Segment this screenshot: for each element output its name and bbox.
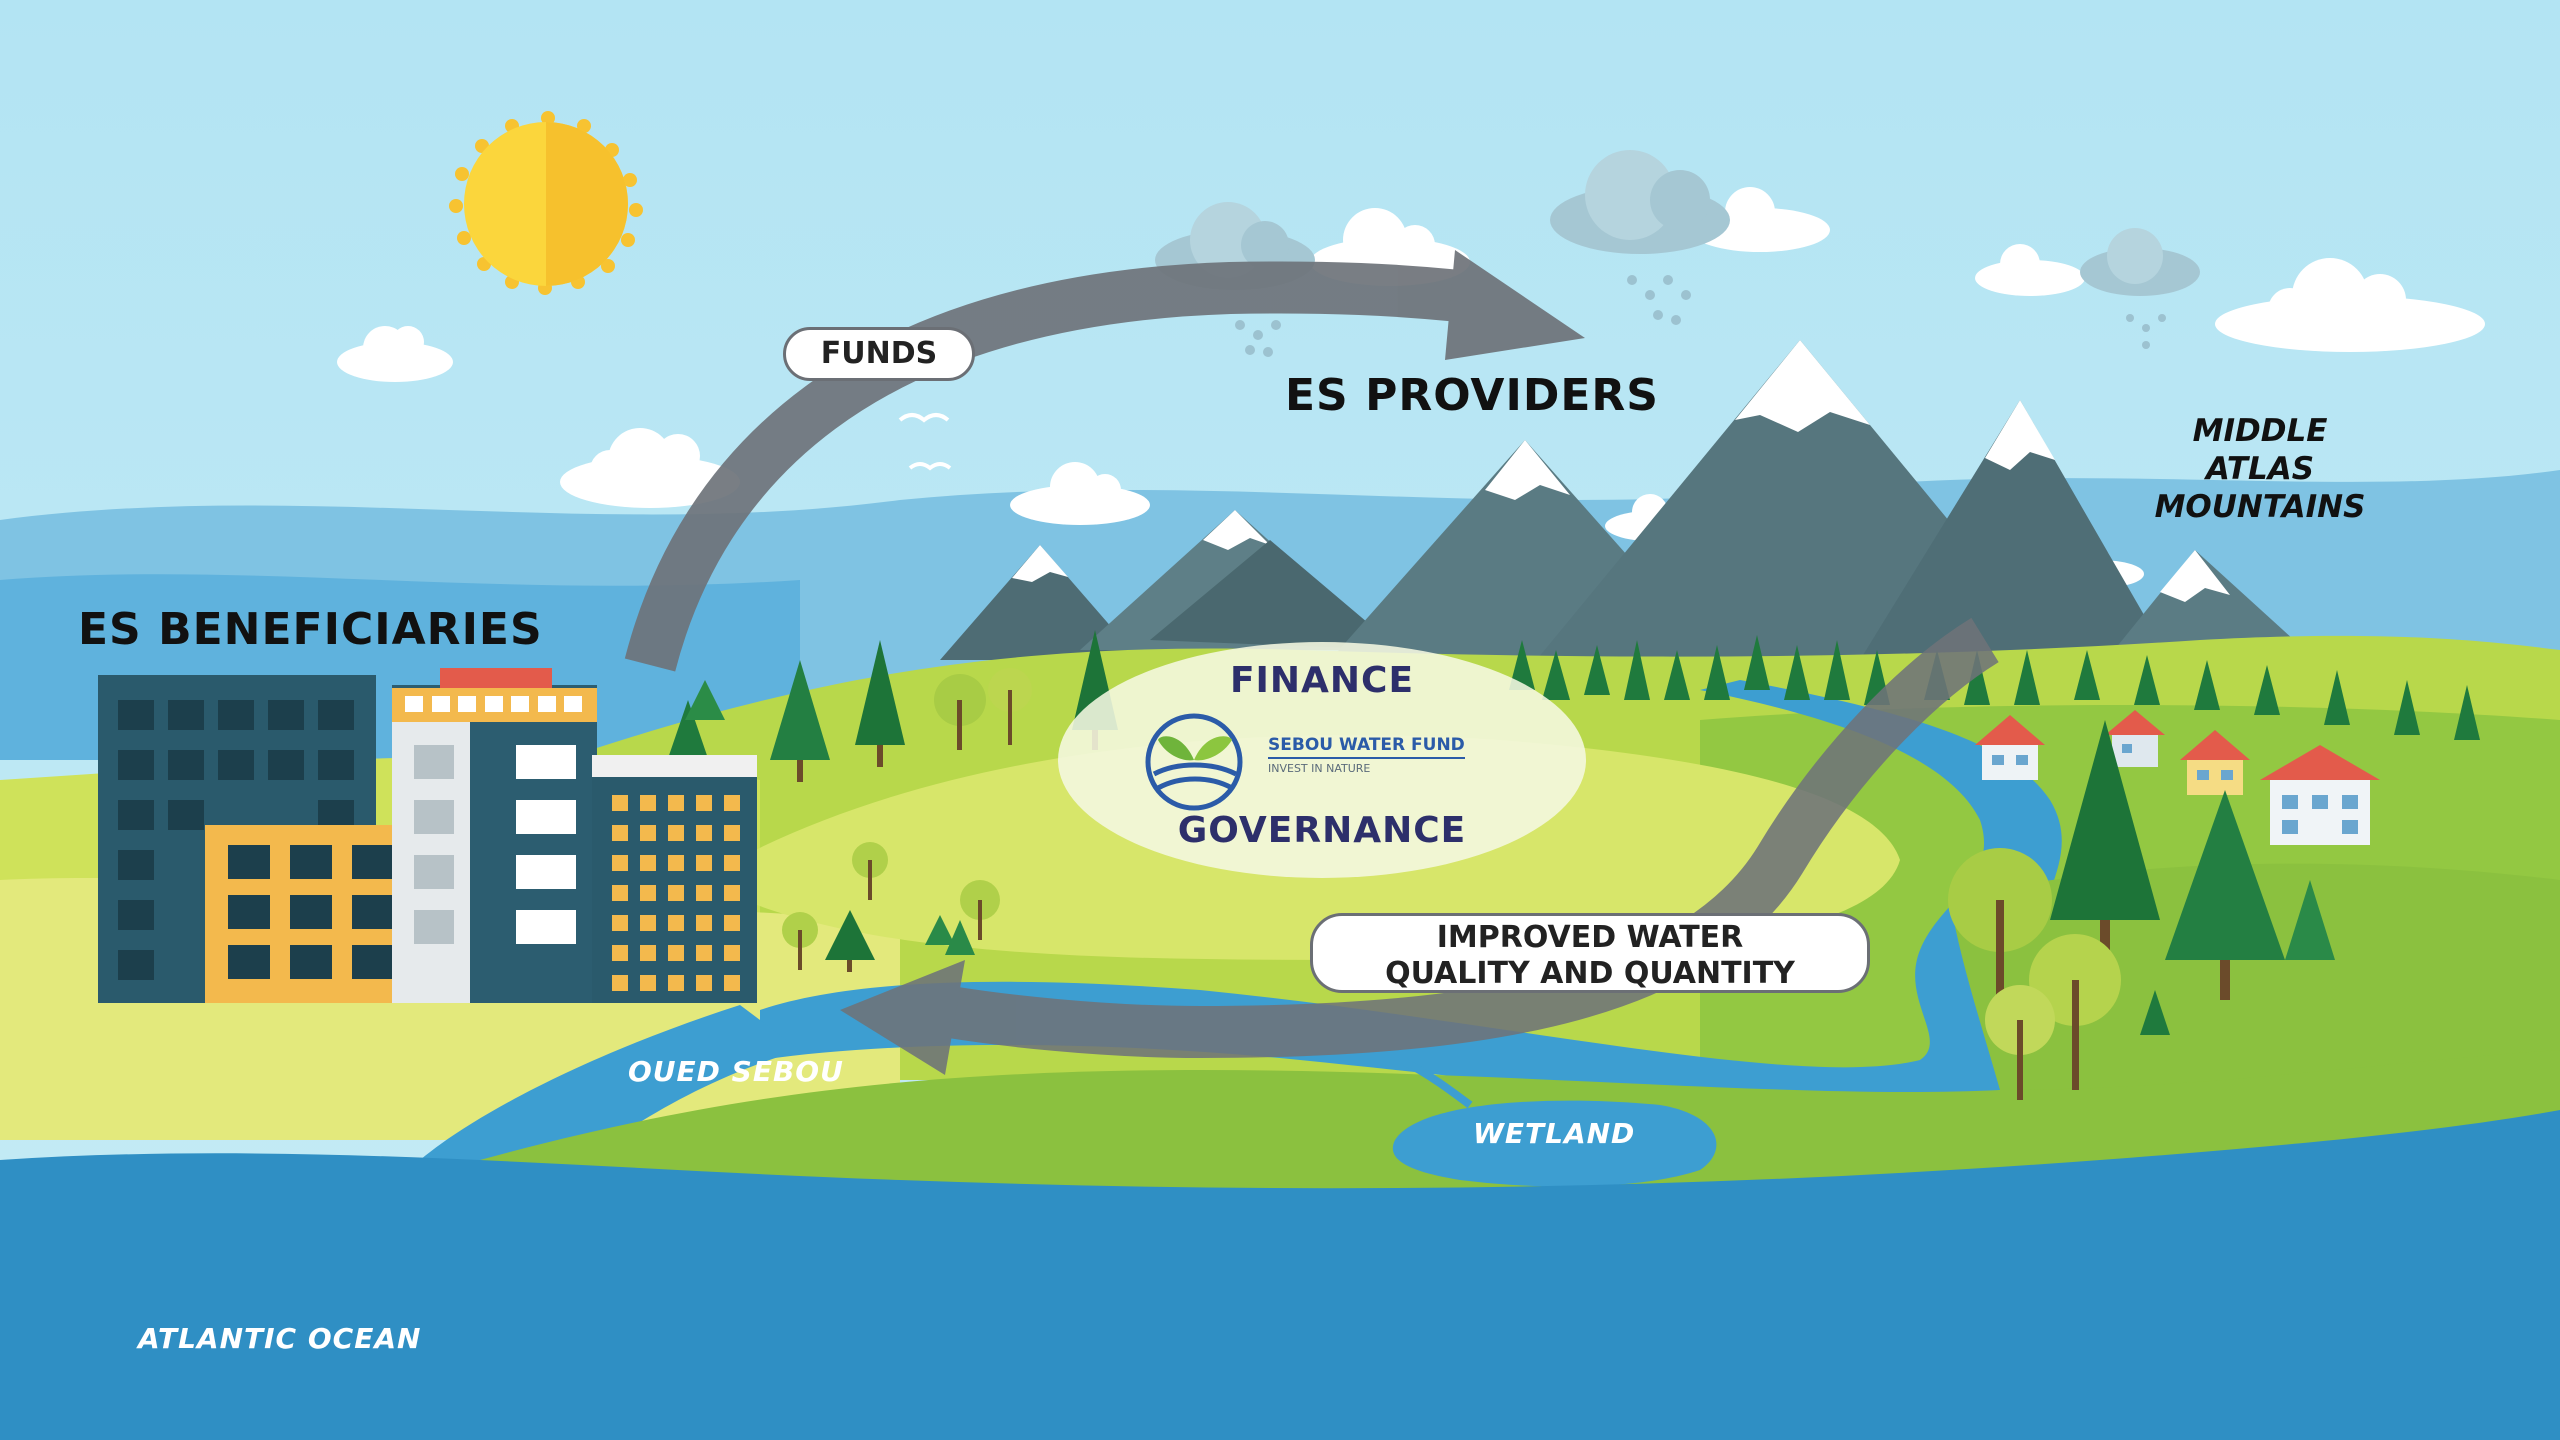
middle-atlas-label: MIDDLE ATLAS MOUNTAINS bbox=[2154, 413, 2366, 525]
leaf-logo-icon bbox=[1145, 713, 1243, 811]
tree-icon bbox=[664, 630, 1118, 972]
wetland-label: WETLAND bbox=[1473, 1117, 1636, 1150]
sun-icon bbox=[449, 111, 643, 295]
building-icon bbox=[98, 668, 757, 1003]
es-beneficiaries-label: ES BENEFICIARIES bbox=[78, 604, 543, 655]
oued-sebou-label: OUED SEBOU bbox=[628, 1055, 844, 1088]
atlantic-ocean-label: ATLANTIC OCEAN bbox=[138, 1322, 422, 1355]
sebou-water-fund-panel: FINANCE GOVERNANCE SEBOU WATER FUND INVE… bbox=[1058, 642, 1586, 878]
atlantic-ocean bbox=[0, 1110, 2560, 1440]
logo-tagline: INVEST IN NATURE bbox=[1268, 762, 1371, 775]
wetland-pond bbox=[1392, 1100, 1717, 1187]
oued-sebou-river bbox=[760, 680, 2062, 1107]
es-providers-label: ES PROVIDERS bbox=[1285, 370, 1659, 421]
finance-label: FINANCE bbox=[1229, 660, 1415, 701]
funds-label: FUNDS bbox=[783, 327, 975, 381]
improved-water-label: IMPROVED WATER QUALITY AND QUANTITY bbox=[1310, 913, 1870, 993]
governance-label: GOVERNANCE bbox=[1177, 810, 1467, 851]
logo-name: SEBOU WATER FUND bbox=[1268, 735, 1465, 759]
funds-arrow bbox=[624, 250, 1585, 672]
house-icon bbox=[1975, 710, 2380, 845]
